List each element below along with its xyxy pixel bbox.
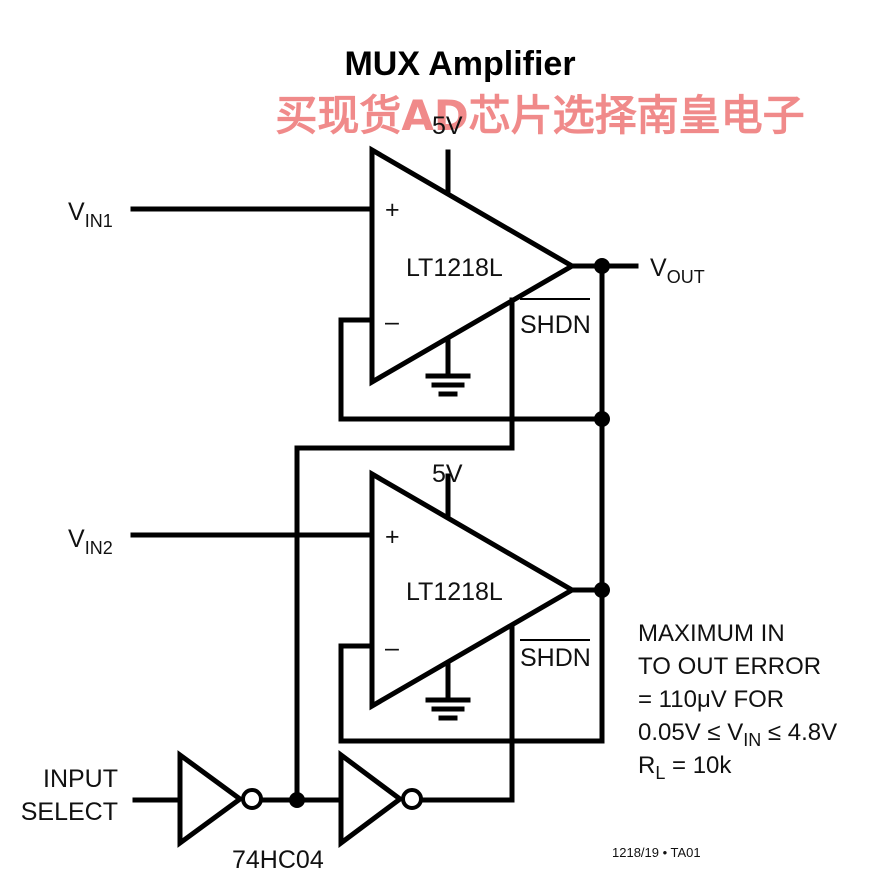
amplifier-bottom: 5V + – LT1218L SHDN bbox=[369, 460, 591, 721]
minus-sign-top: – bbox=[385, 308, 399, 336]
shdn-label-bottom: SHDN bbox=[520, 644, 591, 672]
note-line-3: = 110μV FOR bbox=[638, 686, 784, 713]
figure-id-label: 1218/19 • TA01 bbox=[612, 845, 701, 860]
input-select-label-line1: INPUT bbox=[43, 765, 118, 793]
diagram-title: MUX Amplifier bbox=[344, 45, 575, 83]
note-line-1: MAXIMUM IN bbox=[638, 620, 785, 647]
inverter-triangle-1 bbox=[177, 750, 245, 848]
inverter-1 bbox=[177, 750, 263, 848]
wires bbox=[130, 206, 639, 803]
opamp-triangle-top bbox=[369, 145, 577, 387]
vin1-label: VIN1 bbox=[68, 198, 113, 231]
inverter-2 bbox=[338, 750, 423, 848]
vout-label: VOUT bbox=[650, 254, 705, 287]
inverter-triangle-2 bbox=[338, 750, 405, 848]
junction-dot-feedback-top bbox=[594, 411, 610, 427]
minus-sign-bottom: – bbox=[385, 634, 399, 662]
spec-note: MAXIMUM IN TO OUT ERROR = 110μV FOR 0.05… bbox=[638, 620, 837, 783]
plus-sign-bottom: + bbox=[385, 523, 400, 551]
note-line-4: 0.05V ≤ VIN ≤ 4.8V bbox=[638, 719, 837, 750]
amp-name-bottom: LT1218L bbox=[406, 578, 503, 606]
supply-label-top: 5V bbox=[432, 112, 463, 140]
inverter-part-label: 74HC04 bbox=[232, 846, 324, 874]
ground-symbol-bottom bbox=[425, 697, 471, 721]
vin2-label: VIN2 bbox=[68, 525, 113, 558]
amp-name-top: LT1218L bbox=[406, 254, 503, 282]
inverter-bubble-1 bbox=[241, 788, 263, 810]
junction-dot-select bbox=[289, 792, 305, 808]
opamp-triangle-bottom bbox=[369, 469, 577, 711]
junction-dot-output-bottom bbox=[594, 582, 610, 598]
plus-sign-top: + bbox=[385, 196, 400, 224]
note-line-5: RL = 10k bbox=[638, 752, 732, 783]
junction-dot-vout bbox=[594, 258, 610, 274]
watermark-text: 买现货AD芯片选择南皇电子 bbox=[275, 91, 804, 140]
supply-label-bottom: 5V bbox=[432, 460, 463, 488]
amplifier-top: 5V + – LT1218L SHDN bbox=[369, 112, 591, 397]
shdn-label-top: SHDN bbox=[520, 311, 591, 339]
inverter-bubble-2 bbox=[401, 788, 423, 810]
note-line-2: TO OUT ERROR bbox=[638, 653, 821, 680]
ground-symbol-top bbox=[425, 373, 471, 397]
input-select-label-line2: SELECT bbox=[21, 798, 118, 826]
